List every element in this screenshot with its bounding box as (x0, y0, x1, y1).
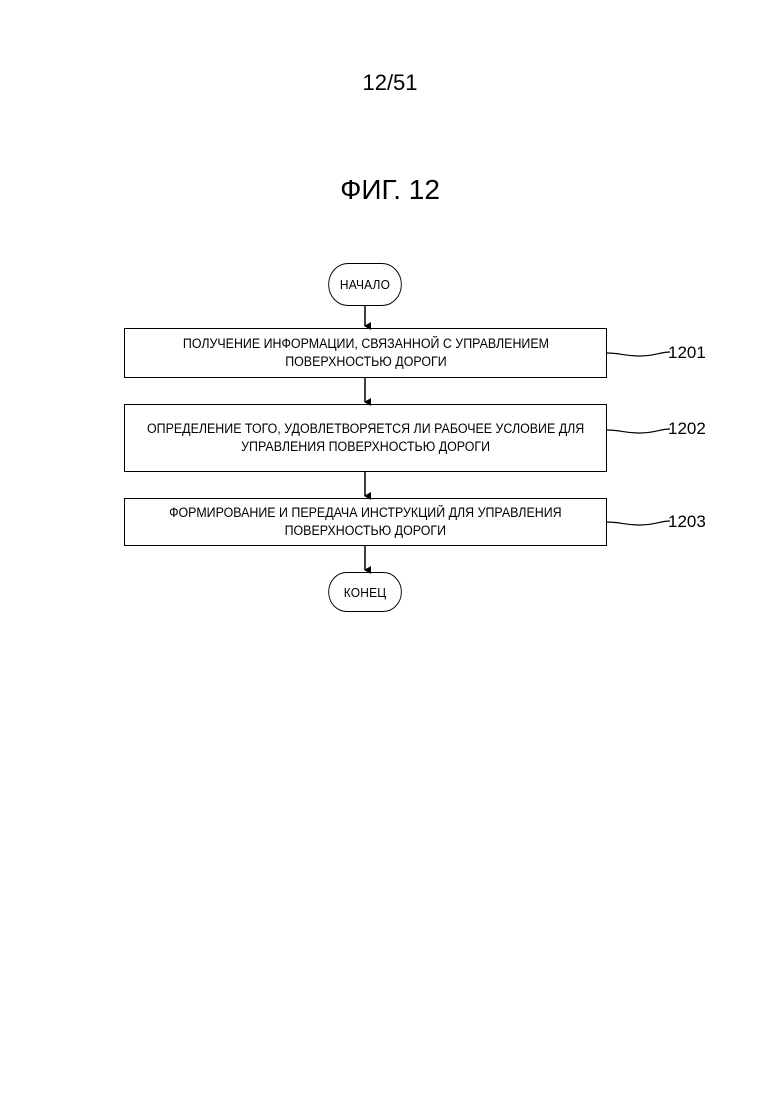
leader-line-1202 (607, 429, 670, 433)
leader-line-1203 (607, 521, 670, 525)
step-box-1201: ПОЛУЧЕНИЕ ИНФОРМАЦИИ, СВЯЗАННОЙ С УПРАВЛ… (124, 328, 607, 378)
step-box-1202: ОПРЕДЕЛЕНИЕ ТОГО, УДОВЛЕТВОРЯЕТСЯ ЛИ РАБ… (124, 404, 607, 472)
end-terminator: КОНЕЦ (328, 572, 402, 612)
leader-line-1201 (607, 352, 670, 356)
step-text-1201: ПОЛУЧЕНИЕ ИНФОРМАЦИИ, СВЯЗАННОЙ С УПРАВЛ… (182, 335, 548, 371)
end-label: КОНЕЦ (344, 585, 387, 600)
step-box-1203: ФОРМИРОВАНИЕ И ПЕРЕДАЧА ИНСТРУКЦИЙ ДЛЯ У… (124, 498, 607, 546)
step-text-1203: ФОРМИРОВАНИЕ И ПЕРЕДАЧА ИНСТРУКЦИЙ ДЛЯ У… (169, 504, 562, 540)
step-ref-1201: 1201 (668, 343, 706, 363)
step-text-1202: ОПРЕДЕЛЕНИЕ ТОГО, УДОВЛЕТВОРЯЕТСЯ ЛИ РАБ… (147, 420, 584, 456)
step-ref-1202: 1202 (668, 419, 706, 439)
start-terminator: НАЧАЛО (328, 263, 402, 306)
step-ref-1203: 1203 (668, 512, 706, 532)
start-label: НАЧАЛО (340, 277, 390, 292)
